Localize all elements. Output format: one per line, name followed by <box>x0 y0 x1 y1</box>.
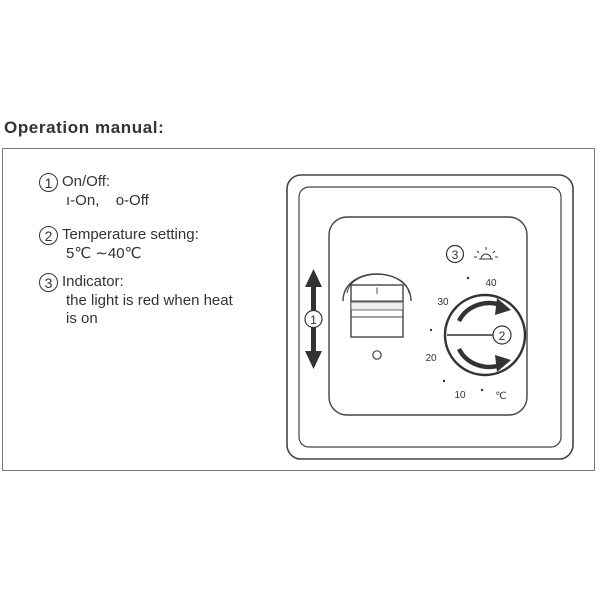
switch-mark: I <box>376 286 379 296</box>
diagram-marker-1: 1 <box>310 313 317 327</box>
item-indicator-line1: the light is red when heat <box>66 292 233 309</box>
face-plate <box>328 216 528 416</box>
on-symbol-icon: ı <box>66 192 71 209</box>
diagram-marker-2-circle <box>492 325 512 345</box>
off-symbol-icon: o <box>115 192 125 209</box>
on-off-switch: I <box>342 273 412 338</box>
off-label: -Off <box>124 192 149 209</box>
dial-tick-dots <box>429 276 484 392</box>
page-title: Operation manual: <box>4 118 165 137</box>
rotate-arrow-icon <box>456 298 511 372</box>
up-down-arrow-icon: 1 <box>304 269 323 369</box>
outer-frame <box>286 174 574 460</box>
inner-frame <box>298 186 562 448</box>
sun-indicator-icon <box>474 247 498 260</box>
dial-unit: ℃ <box>495 391 506 402</box>
item-on-off-title: On/Off: <box>62 173 111 190</box>
thermostat-diagram: 1 I 3 <box>286 174 574 460</box>
diagram-marker-3-circle <box>445 244 465 264</box>
item-indicator-line2: is on <box>66 310 98 327</box>
marker-3: 3 <box>39 273 58 292</box>
item-indicator-title: Indicator: <box>62 273 124 290</box>
item-temperature-title: Temperature setting: <box>62 226 199 243</box>
dial-tick-10: 10 <box>454 390 466 401</box>
marker-2: 2 <box>39 226 58 245</box>
dial-tick-40: 40 <box>485 278 497 289</box>
on-label: -On, <box>70 192 100 209</box>
dial-tick-30: 30 <box>437 297 449 308</box>
dial-tick-20: 20 <box>425 353 437 364</box>
led-indicator <box>372 350 382 360</box>
item-on-off-values: ı-On, o-Off <box>39 192 149 210</box>
marker-1: 1 <box>39 173 58 192</box>
diagram-marker-2: 2 <box>499 329 506 343</box>
item-temperature-range: 5℃ ∼40℃ <box>66 245 142 262</box>
diagram-marker-3: 3 <box>452 248 459 262</box>
